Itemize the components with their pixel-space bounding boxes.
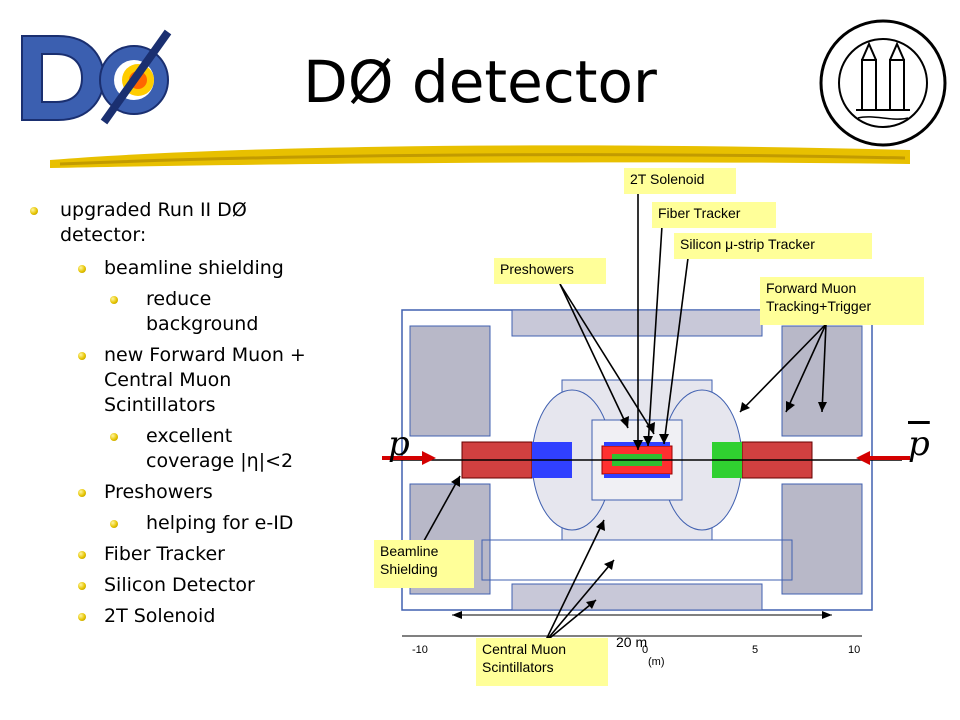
bullet-text-line: beamline shielding <box>104 257 284 279</box>
bullet-item: helping for e-ID <box>110 511 350 536</box>
bullet-text-line: helping for e-ID <box>146 512 294 534</box>
scale-length: 20 m <box>616 634 648 650</box>
label-beamline-shielding: Beamline Shielding <box>374 540 474 588</box>
bullet-text-line: Silicon Detector <box>104 574 255 596</box>
scale-tick: -10 <box>412 644 428 656</box>
scale-tick: 5 <box>752 644 759 656</box>
bullet-text-line: detector: <box>60 224 147 246</box>
bullet-text-line: new Forward Muon + <box>104 344 306 366</box>
bullet-text-line: reduce <box>146 288 212 310</box>
bullet-dot-icon <box>110 433 118 441</box>
title-underline-swoosh <box>50 145 910 168</box>
scale-tick: 10 <box>848 644 861 656</box>
label-2t-solenoid: 2T Solenoid <box>624 168 736 194</box>
bullet-item: 2T Solenoid <box>78 604 350 629</box>
label-preshowers: Preshowers <box>494 258 606 284</box>
bullet-item: Preshowers <box>78 480 350 505</box>
bullet-dot-icon <box>110 296 118 304</box>
slide-title: DØ detector <box>303 48 657 116</box>
proton-label: p <box>388 424 410 464</box>
label-beamline-line-2: Shielding <box>380 561 438 577</box>
bullet-text-line: Preshowers <box>104 481 213 503</box>
bullet-dot-icon <box>78 613 86 621</box>
d0-logo <box>21 29 172 125</box>
label-forward-muon-line-1: Forward Muon <box>766 280 857 296</box>
bullet-item: excellent coverage |η|<2 <box>110 424 350 474</box>
university-seal <box>819 19 947 147</box>
antiproton-label: p <box>908 424 930 464</box>
bullet-text-line: upgraded Run II DØ <box>60 199 247 221</box>
bullet-text-line: coverage |η|<2 <box>146 450 294 472</box>
bullet-item: reduce background <box>110 287 350 337</box>
bullet-dot-icon <box>78 551 86 559</box>
label-forward-muon: Forward Muon Tracking+Trigger <box>760 277 924 325</box>
bullet-text-line: Scintillators <box>104 394 216 416</box>
label-forward-muon-line-2: Tracking+Trigger <box>766 298 872 314</box>
bullet-text-line: Fiber Tracker <box>104 543 225 565</box>
bullet-item: Silicon Detector <box>78 573 350 598</box>
scale-tick: 0 <box>642 644 649 656</box>
bullet-dot-icon <box>78 352 86 360</box>
label-central-line-2: Scintillators <box>482 659 554 675</box>
bullet-item: Fiber Tracker <box>78 542 350 567</box>
bullet-text-line: excellent <box>146 425 233 447</box>
bullet-dot-icon <box>110 520 118 528</box>
bullet-dot-icon <box>30 207 38 215</box>
label-central-muon: Central Muon Scintillators <box>476 638 608 686</box>
bullet-dot-icon <box>78 489 86 497</box>
label-central-line-1: Central Muon <box>482 641 567 657</box>
bullet-item: upgraded Run II DØ detector: <box>30 198 350 248</box>
bullet-dot-icon <box>78 582 86 590</box>
label-silicon-tracker: Silicon μ-strip Tracker <box>674 233 872 259</box>
bullet-dot-icon <box>78 265 86 273</box>
label-fiber-tracker: Fiber Tracker <box>652 202 776 228</box>
bullet-text-line: 2T Solenoid <box>104 605 216 627</box>
label-beamline-line-1: Beamline <box>380 543 439 559</box>
bullet-text-line: Central Muon <box>104 369 232 391</box>
scale-unit: (m) <box>648 656 665 668</box>
bullet-text-line: background <box>146 313 259 335</box>
bullet-item: beamline shielding <box>78 256 350 281</box>
